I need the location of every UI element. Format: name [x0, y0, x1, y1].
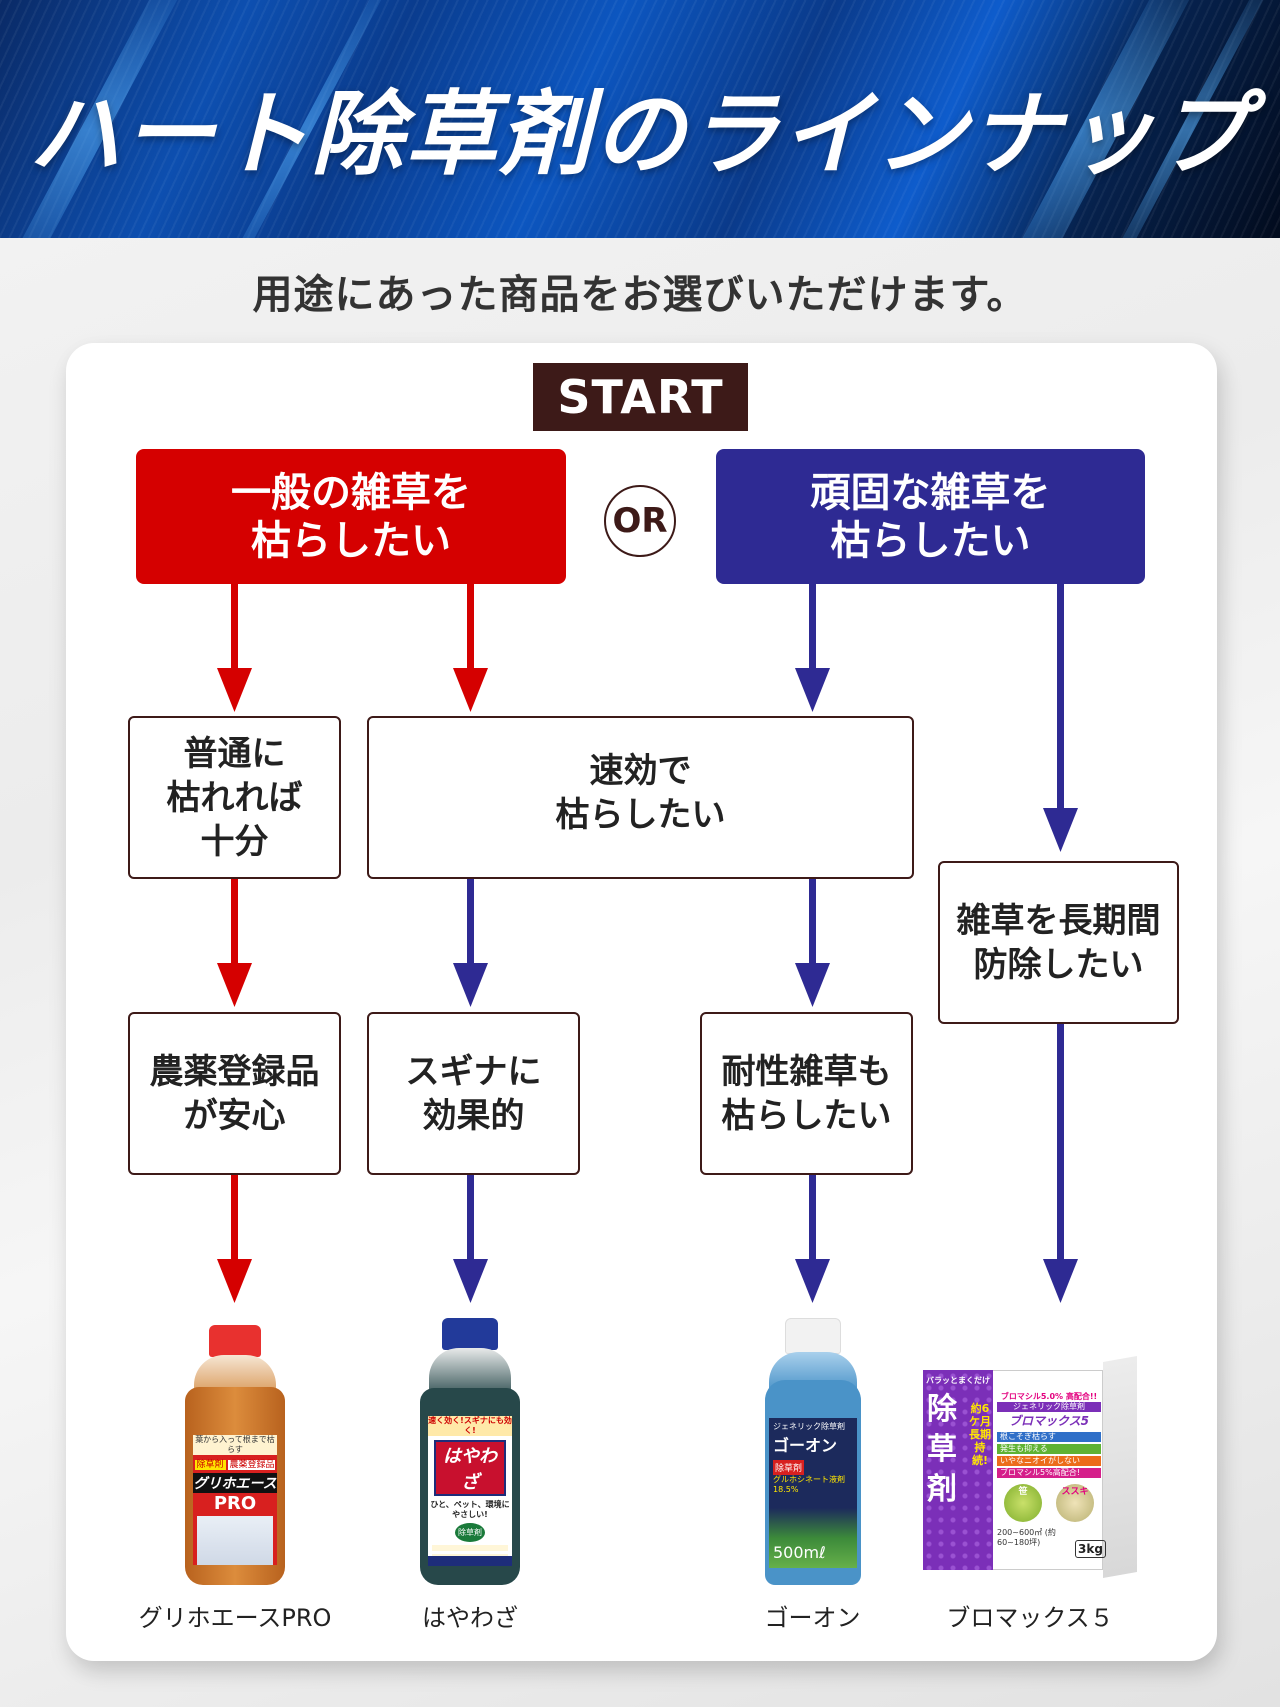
label-text: ジェネリック除草剤 [773, 1422, 845, 1431]
question-line: 枯れれば [166, 777, 303, 818]
question-long-term[interactable]: 雑草を長期間 防除したい [938, 861, 1179, 1024]
product-image-glyphace-pro[interactable]: 葉から入って根まで枯らす 除草剤 農薬登録品 グリホエース PRO [185, 1325, 285, 1585]
label-text: 500mℓ [773, 1543, 826, 1562]
choice-line: 枯らしたい [251, 517, 451, 564]
label-text: 速く効く!スギナにも効く! [428, 1416, 512, 1436]
header-banner: ハート除草剤のラインナップ [0, 0, 1280, 238]
question-ordinary[interactable]: 普通に 枯れれば 十分 [128, 716, 341, 879]
or-badge: OR [604, 485, 676, 557]
bottle-cap [209, 1325, 261, 1357]
label-text: 約6ケ月 長期持続! [969, 1402, 991, 1467]
page-title: ハート除草剤のラインナップ [28, 81, 1251, 188]
label-text: 根こそぎ枯らす [997, 1432, 1101, 1442]
question-line: 効果的 [422, 1095, 525, 1136]
label-text: 農薬登録品 [228, 1460, 276, 1470]
label-text: ブロマックス5 [1009, 1414, 1089, 1428]
question-line: 枯らしたい [555, 794, 726, 835]
question-line: 普通に [183, 733, 286, 774]
label-text: PRO [213, 1493, 257, 1514]
question-line: スギナに [405, 1051, 542, 1092]
label-text: 除草剤 [773, 1460, 805, 1475]
label-text: 3kg [1075, 1540, 1106, 1558]
label-text: 除草剤 [927, 1392, 957, 1507]
label-text: グリホエース [193, 1473, 277, 1493]
product-image-hayawaza[interactable]: 速く効く!スギナにも効く! はやわざ ひと、ペット、環境にやさしい! 除草剤 [420, 1318, 520, 1585]
product-name[interactable]: グリホエースPRO [138, 1604, 332, 1632]
subtitle: 用途にあった商品をお選びいただけます。 [252, 272, 1028, 318]
label-text: バラッとまくだけ [926, 1376, 990, 1385]
question-line: が安心 [183, 1095, 286, 1136]
label-text: 200~600㎡ (約60~180坪) [997, 1528, 1056, 1547]
box-side [1103, 1356, 1137, 1578]
product-name[interactable]: はやわざ [422, 1604, 518, 1632]
product-image-bromax5[interactable]: バラッとまくだけ 除草剤 約6ケ月 長期持続! ブロマシル5.0% 高配合!! … [923, 1356, 1138, 1582]
product-image-goon[interactable]: ジェネリック除草剤 ゴーオン 除草剤 グルホシネート液剤 18.5% 500mℓ [765, 1318, 861, 1585]
product-name[interactable]: ゴーオン [764, 1604, 861, 1632]
start-label: START [533, 363, 748, 431]
choice-line: 枯らしたい [830, 517, 1031, 564]
label-text: いやなニオイがしない [997, 1456, 1101, 1466]
bottle-cap [442, 1318, 498, 1350]
question-line: 防除したい [973, 944, 1144, 985]
bottle-cap [785, 1318, 841, 1354]
product-name[interactable]: ブロマックス５ [946, 1604, 1114, 1632]
question-sugina[interactable]: スギナに 効果的 [367, 1012, 580, 1175]
label-text: 除草剤 [455, 1523, 485, 1542]
bottle-label: 葉から入って根まで枯らす 除草剤 農薬登録品 グリホエース PRO [193, 1435, 277, 1565]
question-line: 速効で [589, 750, 692, 791]
bottle-label: ジェネリック除草剤 ゴーオン 除草剤 グルホシネート液剤 18.5% 500mℓ [769, 1418, 857, 1568]
label-text: 葉から入って根まで枯らす [193, 1435, 277, 1455]
question-fast-acting[interactable]: 速効で 枯らしたい [367, 716, 914, 879]
label-text: 除草剤 [194, 1460, 226, 1470]
question-line: 十分 [200, 821, 269, 862]
label-text: ひと、ペット、環境にやさしい! [430, 1500, 510, 1519]
label-text: はやわざ [434, 1440, 506, 1496]
question-line: 枯らしたい [721, 1095, 892, 1136]
label-text: 笹 [1004, 1484, 1042, 1522]
label-text: 発生も抑える [997, 1444, 1101, 1454]
bottle-label: 速く効く!スギナにも効く! はやわざ ひと、ペット、環境にやさしい! 除草剤 [428, 1416, 512, 1566]
label-text: ススキ [1056, 1484, 1094, 1522]
choice-stubborn-weeds[interactable]: 頑固な雑草を 枯らしたい [716, 449, 1145, 584]
label-text: グルホシネート液剤 18.5% [773, 1475, 845, 1494]
box-right-panel: ブロマシル5.0% 高配合!! ジェネリック除草剤 ブロマックス5 根こそぎ枯ら… [997, 1392, 1101, 1548]
choice-line: 一般の雑草を [231, 469, 471, 516]
question-resistant[interactable]: 耐性雑草も 枯らしたい [700, 1012, 913, 1175]
choice-general-weeds[interactable]: 一般の雑草を 枯らしたい [136, 449, 566, 584]
question-line: 耐性雑草も [721, 1051, 892, 1092]
label-text: ブロマシル5.0% 高配合!! [1000, 1392, 1098, 1401]
question-line: 農薬登録品 [149, 1051, 320, 1092]
label-text: ジェネリック除草剤 [997, 1402, 1101, 1412]
label-text: ゴーオン [773, 1436, 838, 1455]
question-registered[interactable]: 農薬登録品 が安心 [128, 1012, 341, 1175]
question-line: 雑草を長期間 [956, 900, 1161, 941]
label-text: ブロマシル5%高配合! [997, 1468, 1101, 1478]
box-purple-panel: バラッとまくだけ 除草剤 [923, 1370, 993, 1570]
choice-line: 頑固な雑草を [810, 469, 1051, 516]
